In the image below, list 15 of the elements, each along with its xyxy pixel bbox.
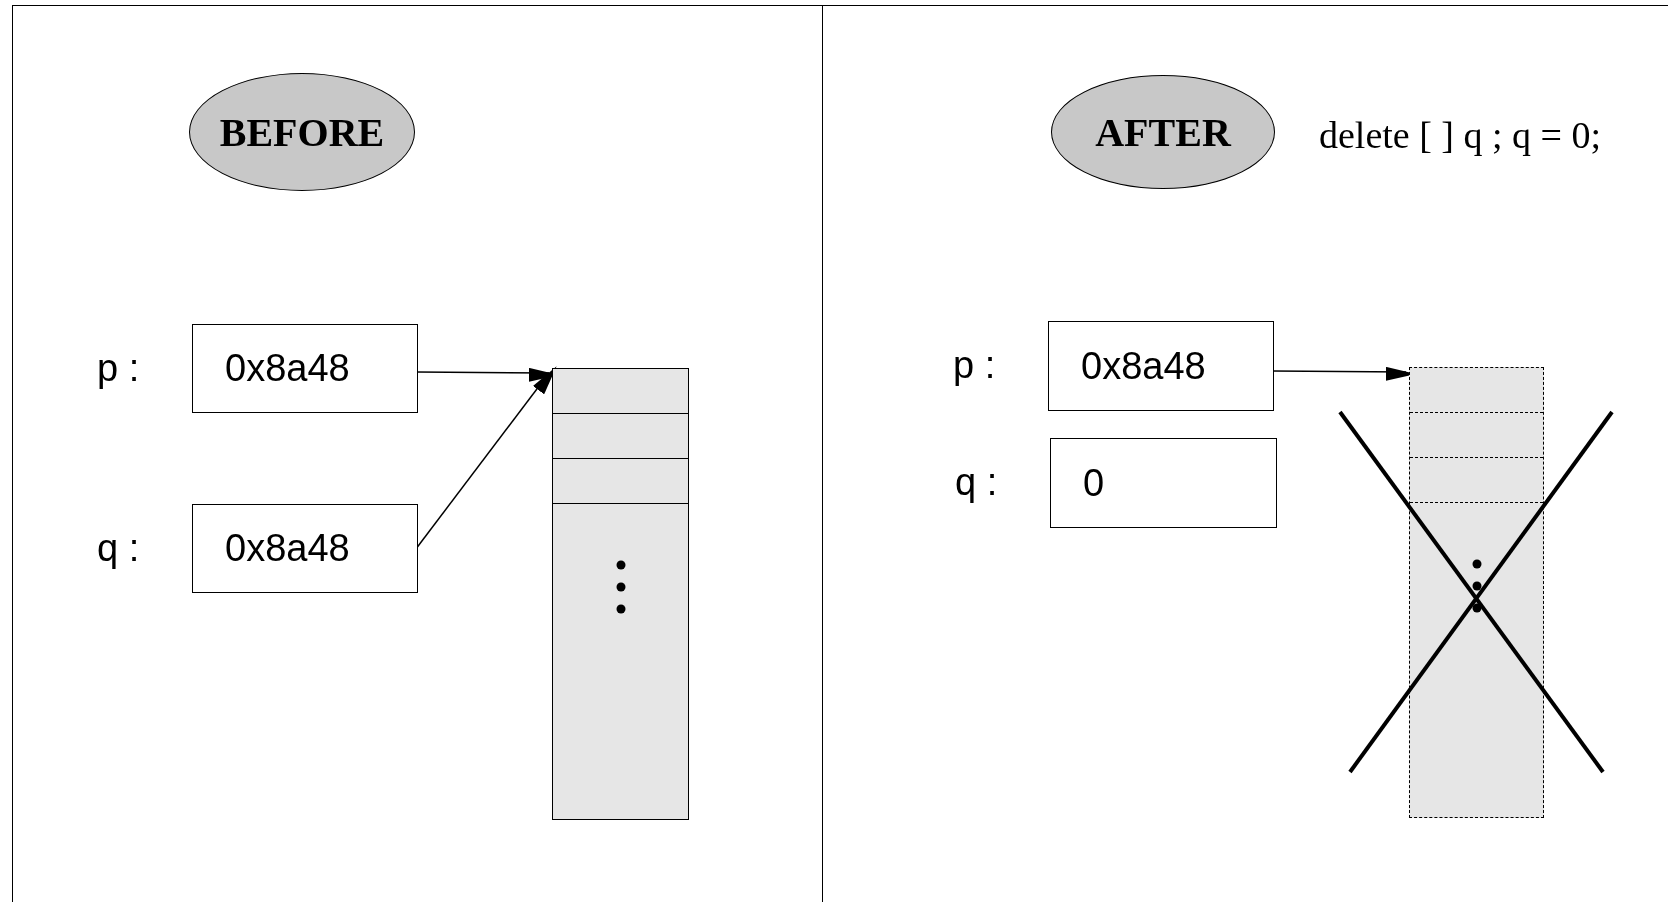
memory-array — [552, 368, 689, 820]
pointer-variable-box: 0x8a48 — [192, 324, 418, 413]
stage-ellipse: BEFORE — [189, 73, 415, 191]
variable-name: p : — [953, 344, 996, 387]
variable-name: p : — [97, 346, 140, 390]
variable-name: q : — [97, 526, 140, 570]
panel-frame — [12, 5, 823, 902]
pointer-variable-box: 0x8a48 — [192, 504, 418, 593]
memory-array — [1409, 367, 1544, 818]
stage-ellipse: AFTER — [1051, 75, 1275, 189]
pointer-variable-box: 0 — [1050, 438, 1277, 528]
variable-name: q : — [955, 461, 998, 504]
pointer-variable-box: 0x8a48 — [1048, 321, 1274, 411]
code-statement: delete [ ] q ; q = 0; — [1319, 113, 1602, 157]
arrow — [416, 366, 557, 549]
